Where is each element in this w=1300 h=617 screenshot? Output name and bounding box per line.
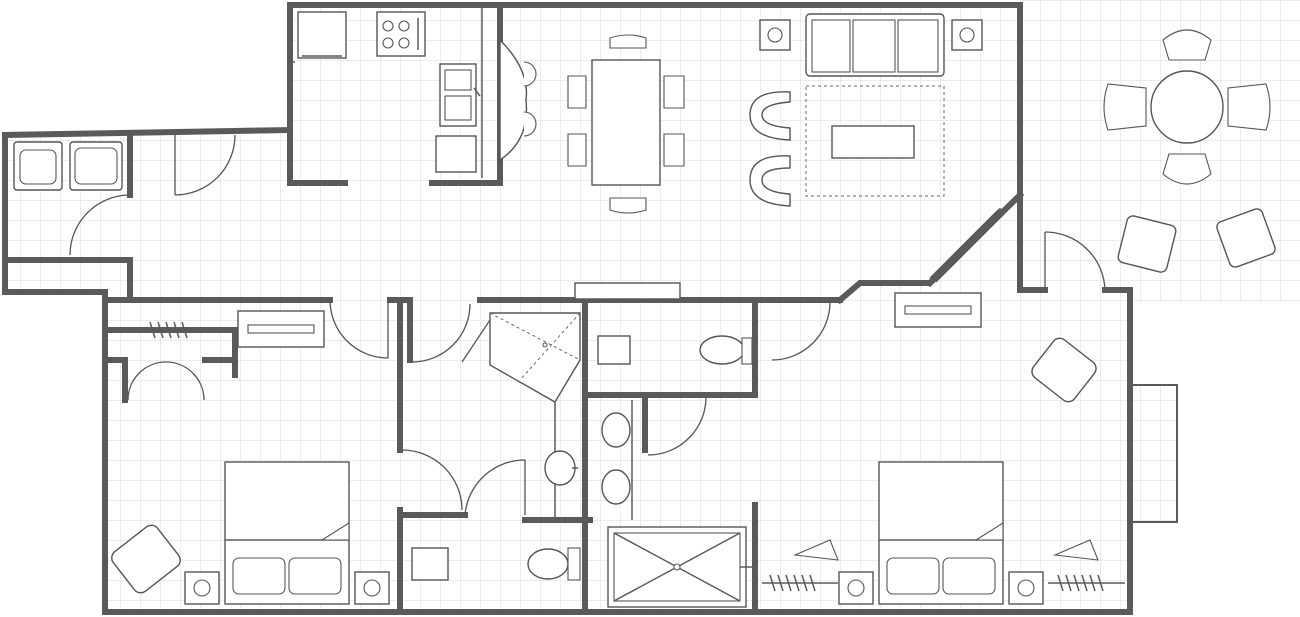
- tv-icon: [237, 310, 325, 348]
- bed-icon: [878, 461, 1004, 605]
- sink-icon: [544, 402, 578, 520]
- walls: [2, 2, 1133, 615]
- closet-icon: [125, 321, 1125, 592]
- nightstand-icon: [838, 571, 1044, 605]
- armchair-icon: [111, 524, 181, 594]
- coffee-table-icon: [831, 125, 915, 159]
- nightstand-icon: [184, 571, 390, 605]
- dining-table-icon: [567, 34, 685, 214]
- windows: [15, 20, 1178, 580]
- toilet-icon: [597, 335, 753, 365]
- doors: [69, 134, 1106, 516]
- sink-icon: [601, 400, 633, 520]
- refrigerator-icon: [297, 11, 347, 59]
- armchair-icon: [1031, 337, 1097, 403]
- armchair-icon: [1117, 208, 1276, 273]
- island: [499, 38, 537, 162]
- bed-icon: [224, 461, 350, 605]
- stove-icon: [376, 11, 426, 57]
- shower-icon: [607, 526, 752, 608]
- console-table: [574, 282, 681, 300]
- armchair-icon: [749, 91, 791, 207]
- washer-icon: [13, 141, 63, 191]
- counter: [435, 8, 483, 178]
- lamp-icon: [759, 19, 983, 51]
- patio-table-icon: [1103, 29, 1271, 185]
- dryer-icon: [69, 141, 123, 191]
- shower-icon: [461, 312, 581, 403]
- rug: [805, 85, 945, 197]
- tv-icon: [894, 292, 982, 328]
- sofa-icon: [805, 13, 945, 77]
- toilet-icon: [411, 547, 581, 581]
